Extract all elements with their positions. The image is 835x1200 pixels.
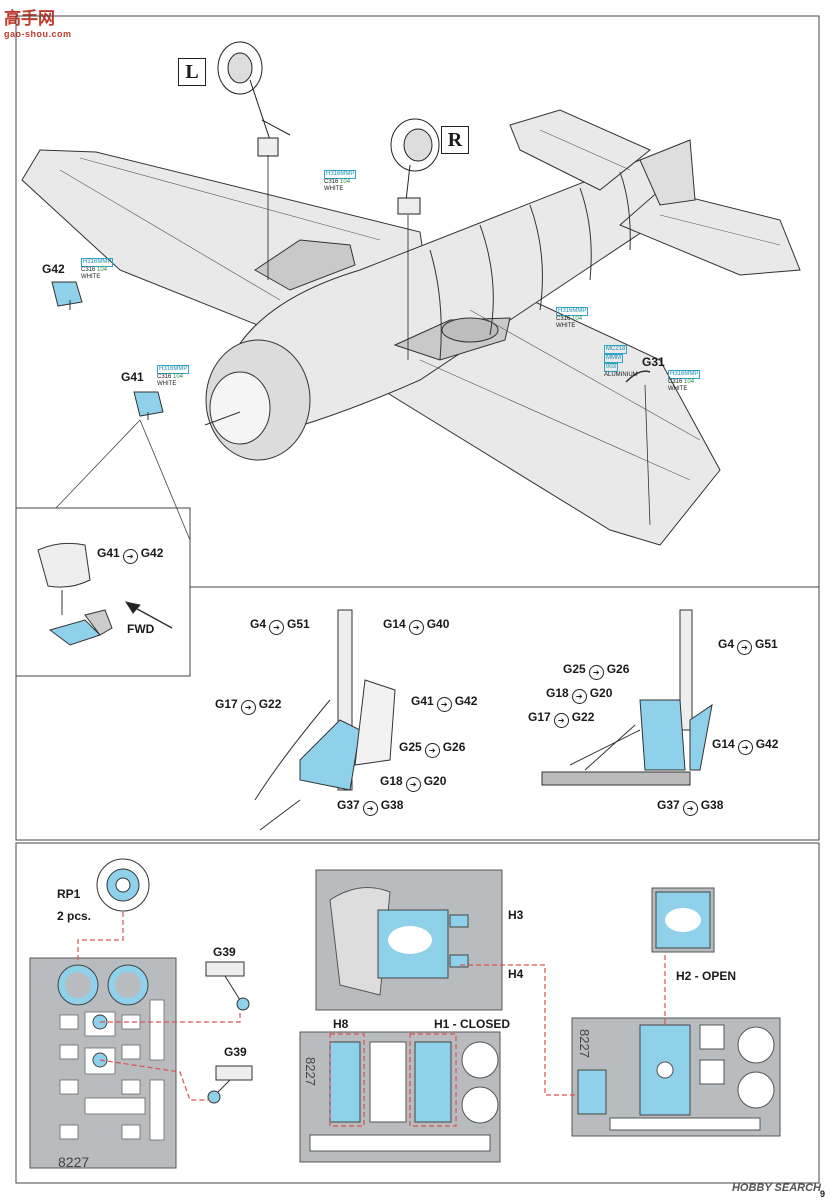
label-g39-bottom: G39	[224, 1045, 247, 1059]
red-leaders	[77, 912, 666, 1127]
lower-frame	[15, 842, 820, 1184]
right-marker: R	[441, 126, 469, 154]
label-h2-open: H2 - OPEN	[676, 969, 737, 983]
part-g31	[625, 370, 651, 383]
paint-callout-5: H316MMP C316 104 WHITE	[668, 370, 701, 392]
leg-r-label-1: G4➔G51	[718, 637, 778, 655]
direction-icon: ➔	[682, 801, 698, 816]
direction-icon: ➔	[588, 665, 604, 680]
label-h8: H8	[333, 1017, 349, 1031]
leg-l-label-3: G17➔G22	[215, 697, 281, 715]
leg-l-label-1: G4➔G51	[250, 617, 310, 635]
direction-icon: ➔	[571, 689, 587, 704]
mask-sheet-right	[571, 1017, 781, 1137]
direction-icon: ➔	[408, 620, 424, 635]
label-g41: G41	[121, 370, 144, 384]
canopy-h2	[651, 887, 715, 953]
direction-icon: ➔	[240, 700, 256, 715]
direction-icon: ➔	[269, 620, 285, 635]
paint-callout-1: H316MMP C316 104 WHITE	[324, 170, 357, 192]
direction-icon: ➔	[362, 801, 378, 816]
site-logo: 高手网 gao-shou.com	[4, 9, 72, 39]
leg-l-label-7: G37➔G38	[337, 798, 403, 816]
left-gear-drawing	[217, 41, 291, 280]
leg-r-label-4: G17➔G22	[528, 710, 594, 728]
paint-callout-2: H316MMP C316 104 WHITE	[81, 258, 114, 280]
direction-icon: ➔	[737, 740, 753, 755]
tail-right	[619, 189, 801, 276]
mask-sheet-center	[299, 1031, 501, 1163]
part-g41	[133, 391, 164, 417]
leg-r-label-5: G14➔G42	[712, 737, 778, 755]
paint-callout-3: H316MMP C316 104 WHITE	[157, 365, 190, 387]
direction-icon: ➔	[424, 743, 440, 758]
leg-r-label-2: G25➔G26	[563, 662, 629, 680]
leg-l-label-6: G18➔G20	[380, 774, 446, 792]
label-fwd: FWD	[127, 622, 155, 636]
paint-callout-aluminium: MC218 MMM 003 ALUMINIUM	[604, 345, 638, 378]
direction-icon: ➔	[737, 640, 753, 655]
label-rp1: RP1	[57, 887, 81, 901]
sheet-code-left: 8227	[58, 1154, 90, 1170]
label-rp1-qty: 2 pcs.	[57, 909, 92, 923]
inset-frame	[15, 507, 191, 677]
direction-icon: ➔	[122, 549, 138, 564]
label-g42: G42	[42, 262, 65, 276]
watermark: HOBBY SEARCH	[731, 1182, 821, 1194]
sheet-code-right: 8227	[576, 1029, 592, 1058]
right-gear-drawing	[390, 118, 440, 360]
label-g39-top: G39	[213, 945, 236, 959]
tail-left	[509, 109, 651, 191]
inset-drawing	[37, 542, 173, 646]
label-h3: H3	[508, 908, 524, 922]
left-leg-detail	[254, 609, 396, 831]
direction-icon: ➔	[436, 697, 452, 712]
leg-r-label-3: G18➔G20	[546, 686, 612, 704]
page-number: 9	[819, 1189, 825, 1199]
leg-l-label-2: G14➔G40	[383, 617, 449, 635]
g39-drawings	[205, 961, 253, 1104]
fin	[639, 139, 696, 206]
direction-icon: ➔	[405, 777, 421, 792]
leg-l-label-5: G25➔G26	[399, 740, 465, 758]
leg-l-label-4: G41➔G42	[411, 694, 477, 712]
wheel-rp1	[96, 858, 150, 912]
aircraft-drawing	[21, 109, 801, 546]
canopy-h3-h4	[315, 869, 503, 1011]
sheet-code-center: 8227	[302, 1057, 318, 1086]
label-h1-closed: H1 - CLOSED	[434, 1017, 511, 1031]
paint-callout-4: H316MMP C316 104 WHITE	[556, 307, 589, 329]
label-g31: G31	[642, 355, 665, 369]
upper-frame	[15, 15, 820, 841]
label-h4: H4	[508, 967, 524, 981]
leg-r-label-6: G37➔G38	[657, 798, 723, 816]
inset-label: G41➔G42	[97, 546, 163, 564]
left-marker: L	[178, 58, 206, 86]
direction-icon: ➔	[553, 713, 569, 728]
part-g42	[51, 281, 83, 307]
mask-sheet-left	[29, 957, 177, 1169]
right-leg-detail	[541, 609, 713, 786]
